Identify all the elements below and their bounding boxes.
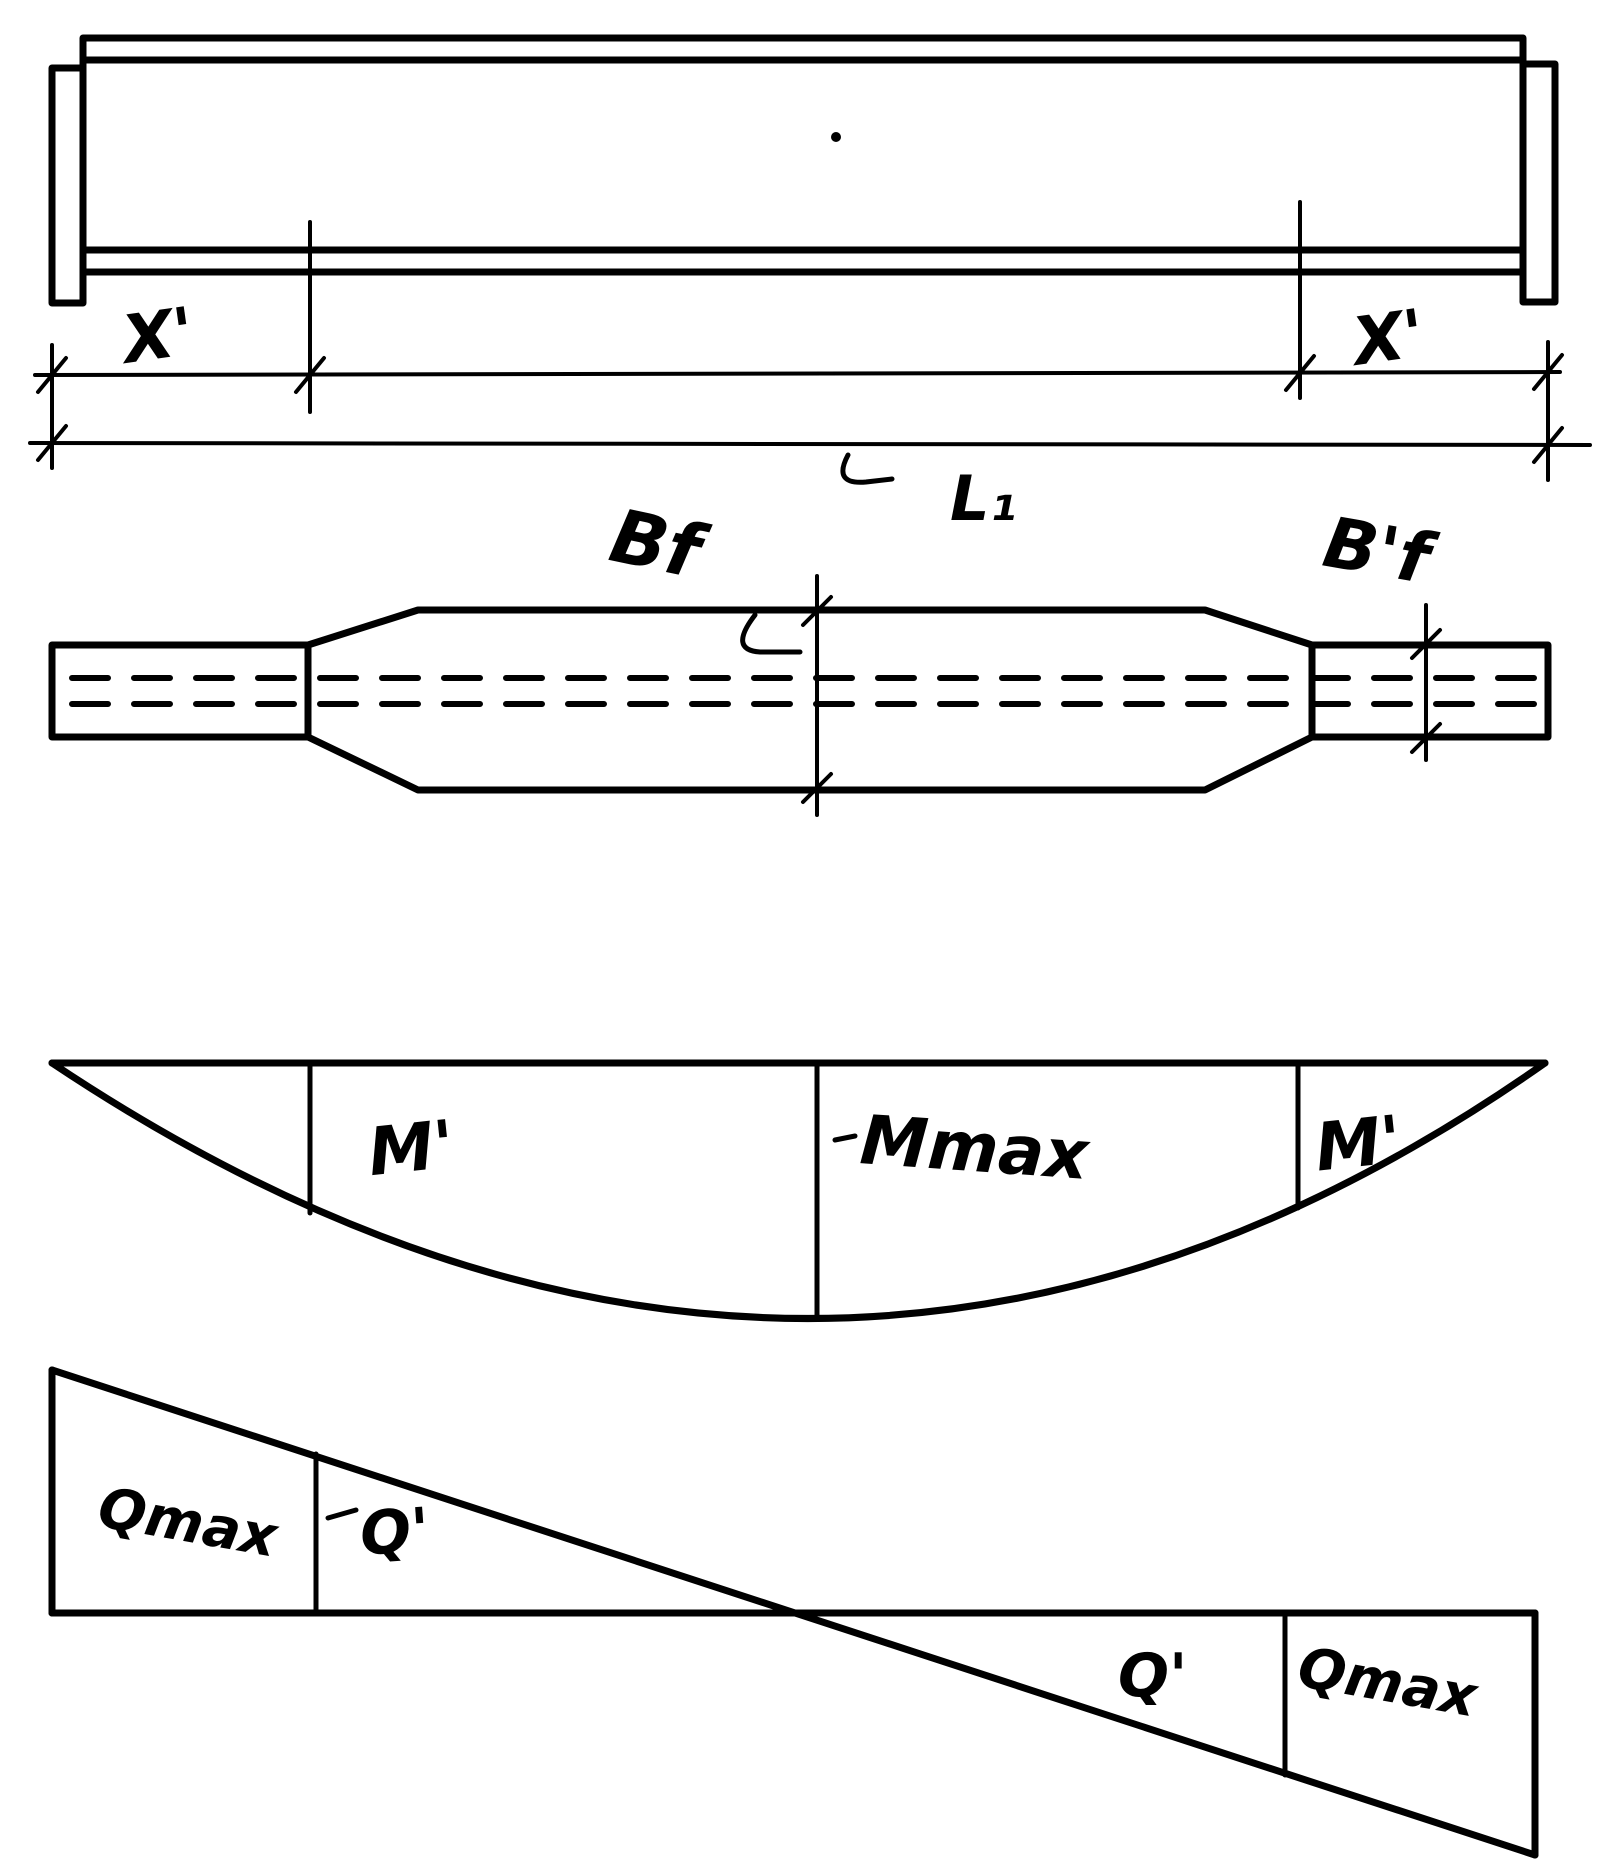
tick-3 [1284, 354, 1316, 392]
plan-left-end [48, 641, 312, 741]
label-flange-width-mid: Bf [603, 493, 715, 597]
dim-line-lower [28, 441, 1592, 447]
left-end-stiffener [48, 64, 87, 307]
bf-leader [740, 612, 803, 655]
mmax-dash [832, 1133, 858, 1143]
plan-right-end [1308, 641, 1552, 741]
bf-end-tick-top [1410, 628, 1442, 660]
moment-diagram [48, 1059, 1549, 1322]
tick-6 [1532, 426, 1564, 464]
bf-tick-bottom [801, 772, 833, 804]
label-shear-max-left: Qmax [93, 1475, 283, 1571]
right-end-stiffener [1519, 60, 1559, 306]
shear-sloped-line [48, 1366, 1539, 1859]
labels: X' X' L₁ Bf B'f M' Mmax M' Qmax Q' Q' Qm… [93, 293, 1483, 1731]
dimension-lines [28, 200, 1592, 485]
beam-elevation [48, 34, 1559, 307]
tick-5 [36, 424, 68, 462]
shear-diagram [48, 1366, 1539, 1859]
label-shear-max-right: Qmax [1293, 1635, 1483, 1731]
label-span: L₁ [950, 462, 1017, 535]
tick-4 [1532, 353, 1564, 391]
label-x-left: X' [114, 293, 199, 380]
q-dash [325, 1507, 359, 1521]
label-shear-right: Q' [1118, 1641, 1187, 1711]
plan-wide-flange [304, 606, 1316, 794]
flange-plan [48, 574, 1552, 817]
moment-curve [48, 1059, 1549, 1322]
label-moment-right: M' [1312, 1101, 1405, 1187]
label-x-right: X' [1344, 295, 1429, 382]
tick-2 [294, 356, 326, 394]
bf-end-tick-bottom [1410, 722, 1442, 754]
tick-1 [36, 356, 68, 394]
label-moment-max: Mmax [858, 1101, 1093, 1196]
label-flange-width-end: B'f [1318, 501, 1443, 601]
beam-top-flange [79, 34, 1527, 64]
bf-tick-top [801, 595, 833, 627]
center-mark [831, 132, 841, 142]
beam-bottom-flange [79, 246, 1527, 276]
span-leader [840, 452, 895, 485]
label-shear-left: Q' [358, 1495, 432, 1570]
dim-line-upper [33, 370, 1562, 377]
label-moment-left: M' [365, 1106, 458, 1192]
